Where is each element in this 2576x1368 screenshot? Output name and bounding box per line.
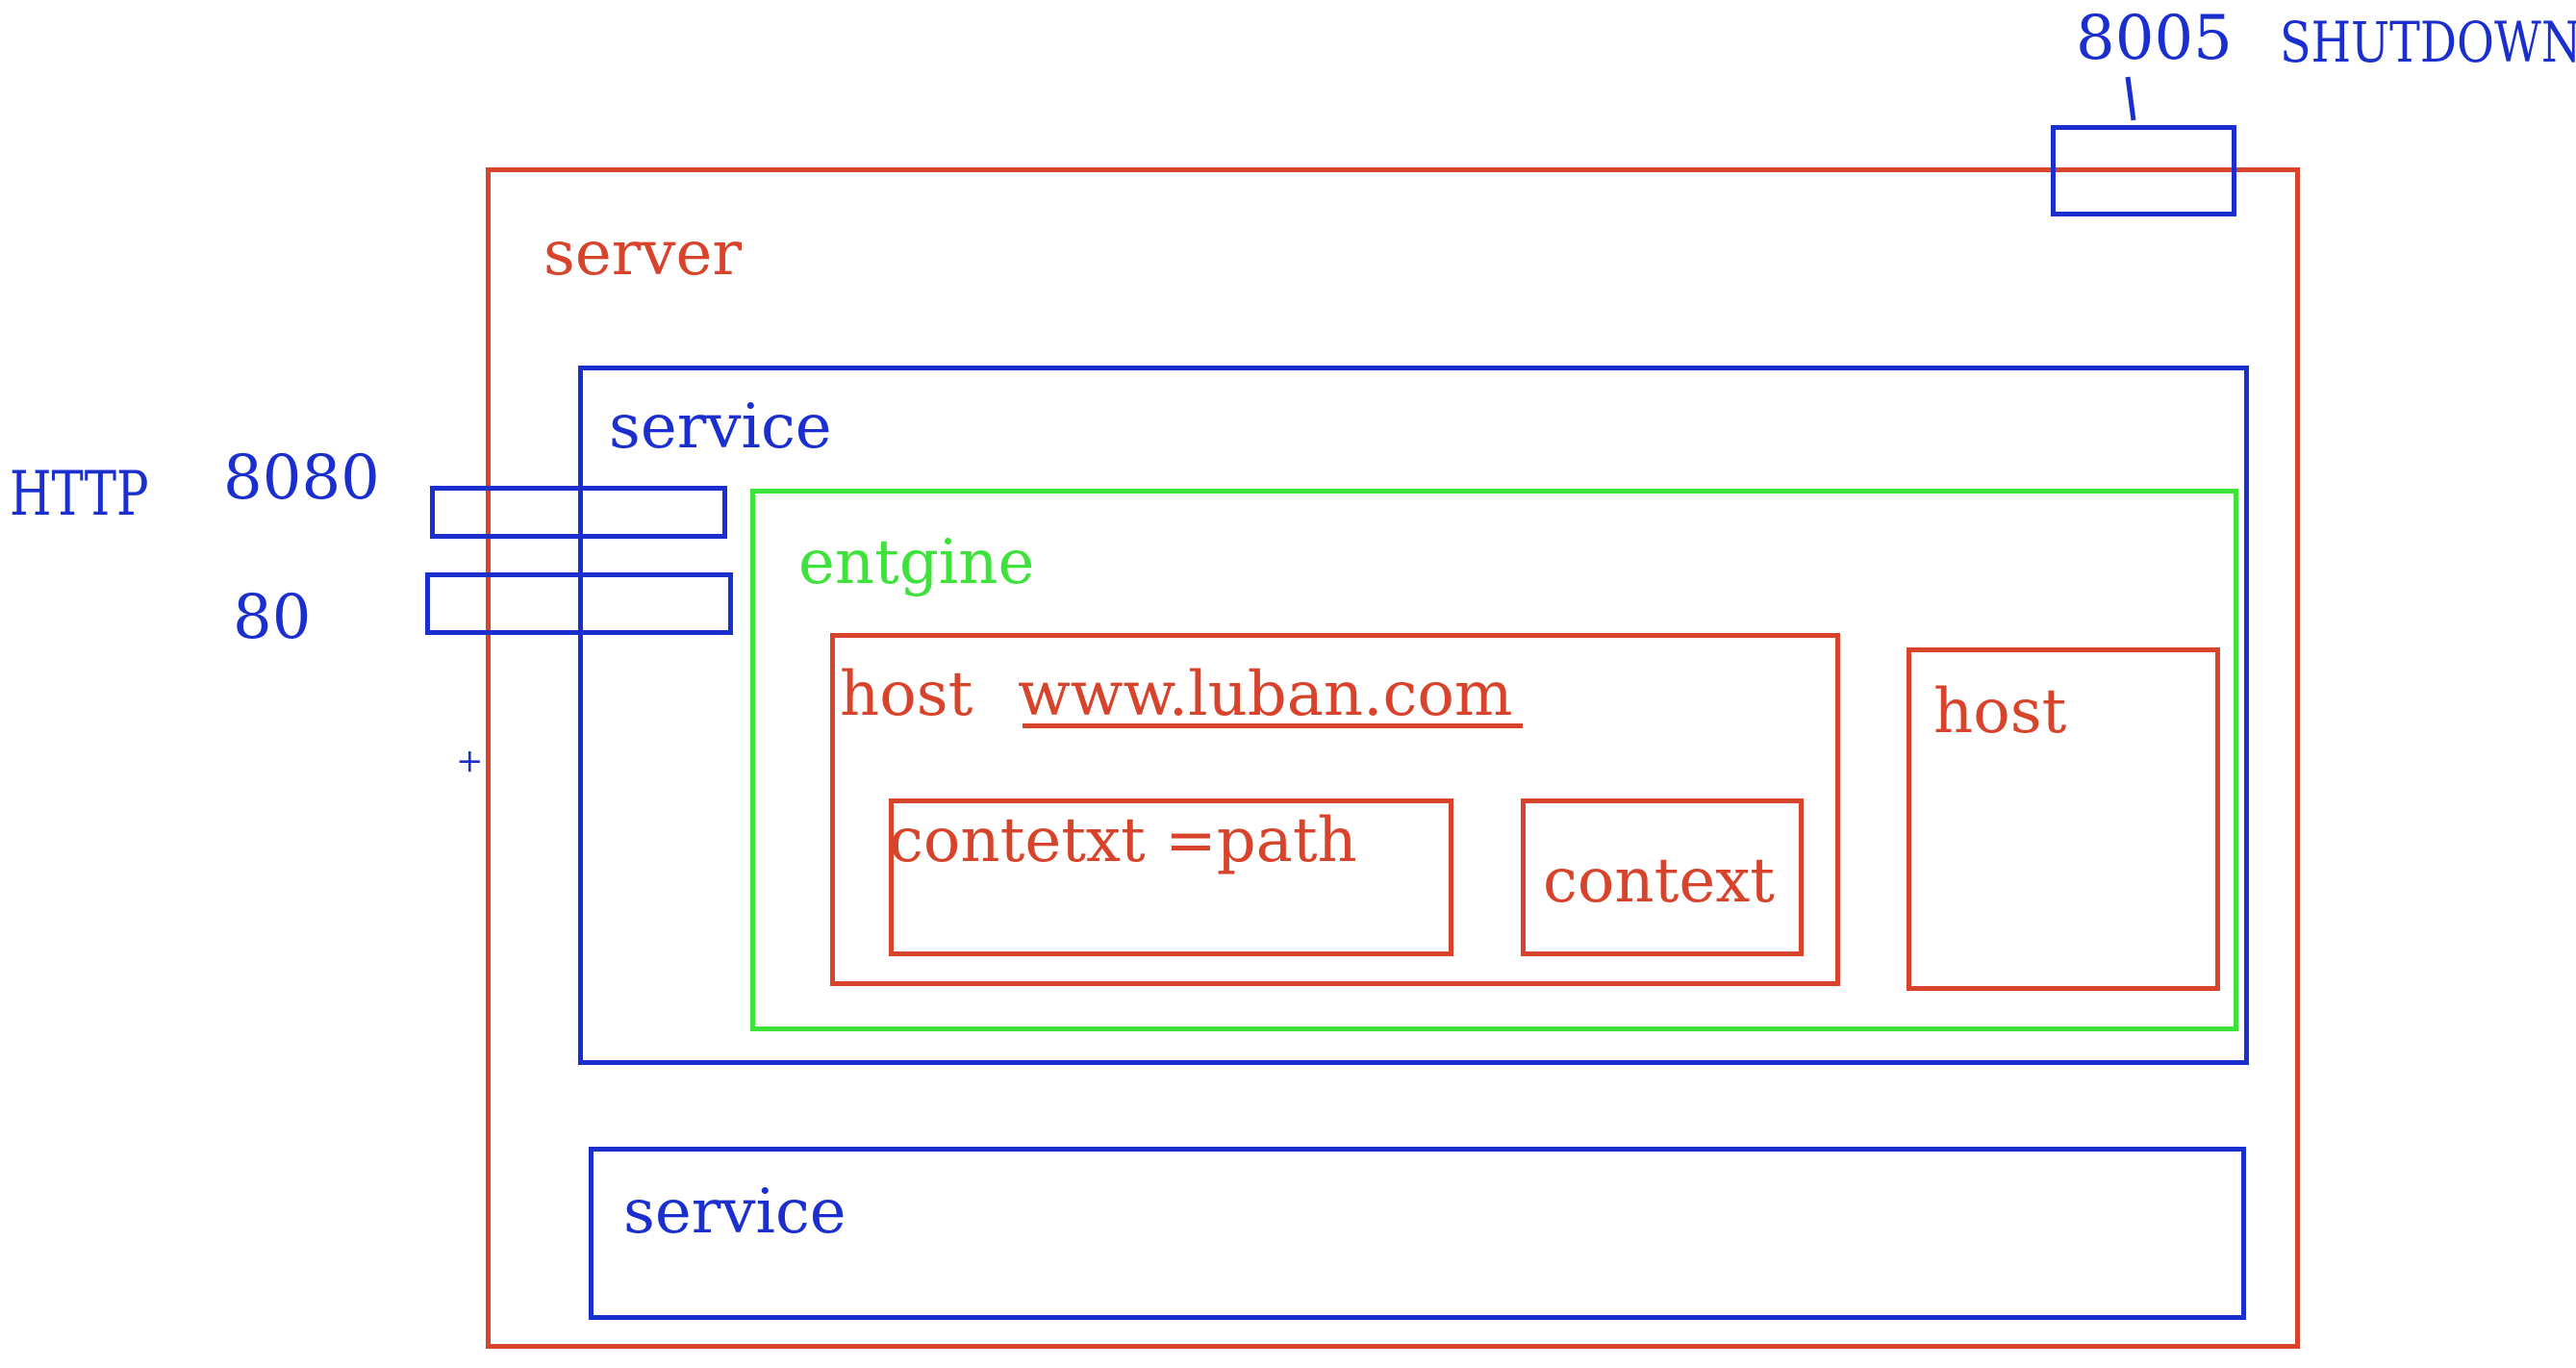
plus-mark: + [456,742,484,780]
engine-label: entgine [798,527,1035,598]
http-port-label: 8080 [223,443,380,514]
context-label: context [1543,846,1775,917]
host-secondary-box [1907,647,2220,991]
service-main-label: service [609,392,832,463]
http-label: HTTP [10,459,149,530]
host-secondary-label: host [1933,676,2067,747]
server-label: server [543,218,742,290]
context-box [1521,798,1804,956]
shutdown-port-box [2051,125,2236,216]
context-path-box [889,798,1453,956]
host-main-label: host [840,659,973,730]
host-main-box [830,633,1840,986]
service-second-label: service [623,1177,846,1248]
shutdown-port-label: 8005 [2076,3,2233,74]
shutdown-label: SHUTDOWN [2280,10,2576,75]
host-main-domain: www.luban.com [1018,659,1513,730]
shutdown-connector-line [2125,76,2136,121]
port80-label: 80 [233,582,312,653]
service-main-box [578,366,2249,1065]
service-second-box [589,1147,2246,1320]
host-domain-underline [1023,723,1523,728]
port80-connector-box [425,572,733,635]
http-connector-box [430,486,727,539]
engine-box [750,489,2238,1031]
server-box [486,167,2300,1349]
context-path-label: contetxt =path [889,805,1357,876]
